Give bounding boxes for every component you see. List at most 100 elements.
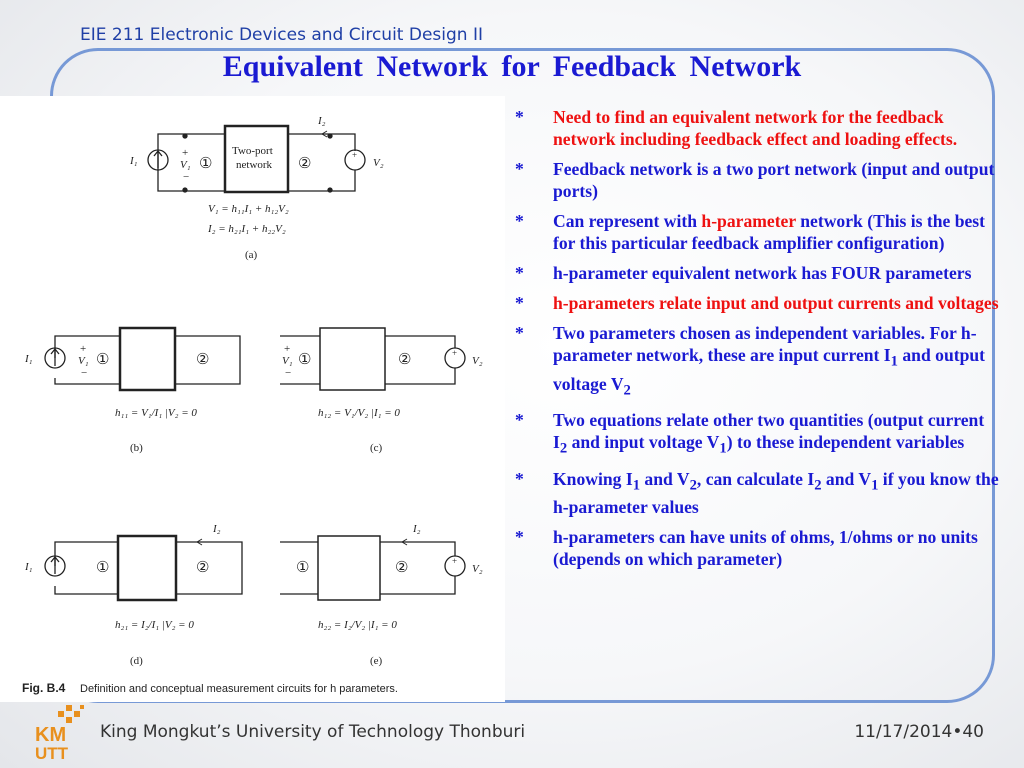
- network-label: network: [236, 159, 273, 171]
- label-i1-d: I₁: [24, 561, 33, 573]
- footer-date: 11/17/2014: [854, 722, 953, 742]
- label-i1-a: I₁: [129, 155, 138, 167]
- plus-b: +: [80, 343, 86, 355]
- port1-a: ①: [199, 156, 212, 172]
- plus-v2-a: +: [352, 150, 357, 160]
- figure-caption-text: Definition and conceptual measurement ci…: [80, 683, 398, 695]
- port2-e: ②: [395, 560, 408, 576]
- h12-definition: h₁₂ = V₁/V₂ |I₁ = 0: [318, 407, 400, 419]
- port2-a: ②: [298, 156, 311, 172]
- bullet-1-text: Need to find an equivalent network for t…: [553, 107, 958, 149]
- label-v2-a: V₂: [373, 157, 384, 169]
- label-v1-b: V₁: [78, 355, 89, 367]
- bullet-8-sub4: 1: [871, 477, 879, 494]
- bullet-3: * Can represent with h-parameter network …: [512, 210, 1000, 254]
- port1-c: ①: [298, 352, 311, 368]
- bullet-7-sub1: 2: [559, 440, 568, 457]
- label-v1-c: V₁: [282, 355, 293, 367]
- bullet-8-pre: Knowing I: [553, 468, 633, 489]
- bullet-7-sub2: 1: [719, 440, 727, 457]
- bullet-7: * Two equations relate other two quantiti…: [512, 409, 1000, 460]
- part-e-label: (e): [370, 655, 383, 667]
- label-i1-b: I₁: [24, 353, 33, 365]
- h22-definition: h₂₂ = I₂/V₂ |I₁ = 0: [318, 619, 397, 631]
- bullet-2: *Feedback network is a two port network …: [512, 158, 1000, 202]
- bullet-4-text: h-parameter equivalent network has FOUR …: [553, 263, 972, 283]
- port2-c: ②: [398, 352, 411, 368]
- circuit-b: [44, 326, 241, 392]
- port1-b: ①: [96, 352, 109, 368]
- footer-separator: •: [952, 722, 963, 742]
- bullet-9-text: h-parameters can have units of ohms, 1/o…: [553, 527, 978, 570]
- label-v2-e: V₂: [472, 563, 483, 575]
- logo-text-bottom: UTT: [35, 744, 69, 761]
- bullet-marker: *: [515, 527, 524, 548]
- bullet-8-sub2: 2: [689, 477, 697, 494]
- bullet-marker: *: [515, 159, 524, 179]
- minus-a: −: [183, 171, 189, 183]
- label-v2-c: V₂: [472, 355, 483, 367]
- plus-v2-e: +: [452, 556, 457, 566]
- footer-date-page: 11/17/2014•40: [854, 722, 984, 742]
- slide-title: Equivalent Network for Feedback Network: [222, 50, 802, 83]
- bullet-marker: *: [515, 263, 524, 283]
- plus-a: +: [182, 147, 188, 159]
- bullet-list: * Need to find an equivalent network for …: [512, 106, 1000, 578]
- label-i2-e: I₂: [412, 523, 421, 535]
- h21-definition: h₂₁ = I₂/I₁ |V₂ = 0: [115, 619, 194, 631]
- bullet-marker: *: [515, 293, 524, 313]
- circuit-e: [280, 535, 466, 601]
- label-i2-a: I₂: [317, 115, 326, 127]
- two-port-label: Two-port: [232, 145, 273, 157]
- circuit-a: [147, 124, 366, 194]
- minus-b: −: [81, 367, 87, 379]
- page-number: 40: [962, 722, 984, 742]
- kmutt-logo: KM UTT: [33, 703, 89, 763]
- h-parameter-figure: Two-port network I₁ + V₁ − ① ② I₂ V₂ + V…: [0, 96, 505, 702]
- bullet-9: * h-parameters can have units of ohms, 1/…: [512, 526, 1000, 570]
- bullet-marker: *: [515, 211, 524, 231]
- bullet-6-sub1: 1: [890, 353, 898, 370]
- port2-b: ②: [196, 352, 209, 368]
- port1-e: ①: [296, 560, 309, 576]
- bullet-5: * h-parameters relate input and output cu…: [512, 292, 1000, 314]
- bullet-3-highlight: h-parameter: [701, 211, 796, 231]
- logo-text-top: KM: [35, 724, 66, 746]
- label-v1-a: V₁: [180, 159, 191, 171]
- bullet-7-pre: Two equations relate other two quantitie…: [553, 410, 985, 453]
- bullet-8-sub1: 1: [632, 477, 641, 494]
- bullet-marker: *: [515, 323, 524, 343]
- label-i2-d: I₂: [212, 523, 221, 535]
- bullet-8-post: if you know the h-parameter values: [553, 468, 999, 518]
- bullet-6-mid: and output voltage V: [553, 345, 986, 394]
- bullet-7-mid: and input voltage V: [567, 432, 720, 453]
- part-d-label: (d): [130, 655, 143, 667]
- bullet-6: * Two parameters chosen as independent va…: [512, 322, 1000, 401]
- port2-d: ②: [196, 560, 209, 576]
- part-c-label: (c): [370, 442, 383, 454]
- port1-d: ①: [96, 560, 109, 576]
- minus-c: −: [285, 367, 291, 379]
- circuit-c: [280, 327, 466, 391]
- bullet-8-mid2: , can calculate I: [696, 468, 815, 489]
- bullet-3-post: network (This is the best for this parti…: [553, 211, 986, 253]
- part-b-label: (b): [130, 442, 143, 454]
- bullet-8-mid3: and V: [821, 468, 872, 489]
- bullet-marker: *: [515, 410, 524, 431]
- plus-v2-c: +: [452, 348, 457, 358]
- bullet-marker: *: [515, 468, 524, 489]
- bullet-7-post: ) to these independent variables: [726, 432, 965, 453]
- bullet-3-pre: Can represent with: [553, 211, 702, 231]
- bullet-8-sub3: 2: [814, 477, 822, 494]
- part-a-label: (a): [245, 249, 258, 261]
- course-title: EIE 211 Electronic Devices and Circuit D…: [80, 25, 483, 45]
- plus-c: +: [284, 343, 290, 355]
- bullet-marker: *: [515, 107, 524, 127]
- bullet-6-pre: Two parameters chosen as independent var…: [553, 323, 977, 365]
- figure-caption-label: Fig. B.4: [22, 681, 66, 695]
- bullet-1: * Need to find an equivalent network for …: [512, 106, 1000, 150]
- bullet-8-mid: and V: [640, 468, 690, 489]
- bullet-4: * h-parameter equivalent network has FOUR…: [512, 262, 1000, 284]
- bullet-5-text: h-parameters relate input and output cur…: [553, 293, 999, 313]
- circuit-d: [44, 534, 243, 602]
